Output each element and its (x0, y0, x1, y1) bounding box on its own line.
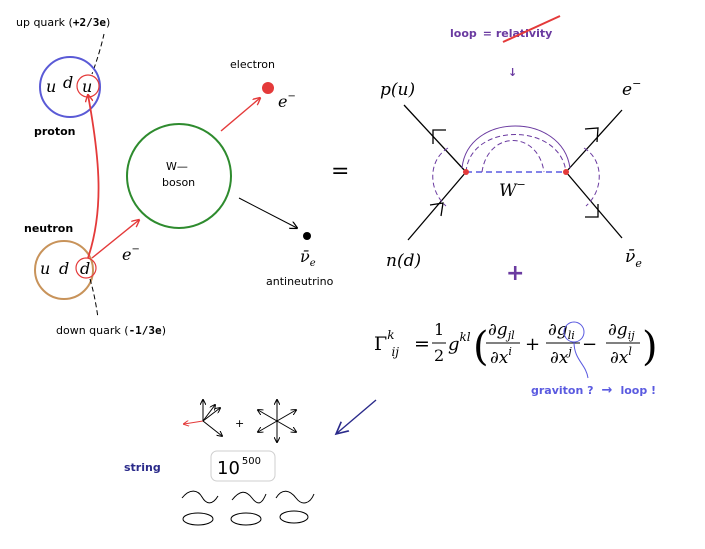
lower-right-arrow-icon (585, 204, 599, 218)
proton-quark-1: u (46, 77, 56, 96)
proton-quark-2: d (63, 73, 73, 92)
string-loop-2 (230, 512, 262, 526)
upper-right-arrow-icon (584, 127, 599, 143)
string-loop-3 (279, 510, 309, 524)
down-quark-pointer (89, 278, 99, 319)
string-wave-1 (181, 490, 219, 504)
string-loop-1 (182, 512, 214, 526)
up-quark-pointer (91, 33, 105, 75)
feynman-antineutrino: ν̄e (625, 247, 642, 270)
formula-two: 2 (434, 346, 444, 365)
w-minus-label: W− (499, 178, 526, 201)
formula-equals: = (414, 333, 430, 355)
relativity-strike (502, 15, 561, 43)
n-d-label: n(d) (386, 251, 421, 271)
string-wave-2 (231, 491, 267, 504)
loop-outer (461, 125, 571, 169)
loop-right (583, 147, 600, 207)
formula-one: 1 (434, 320, 444, 339)
right-vertex (563, 169, 569, 175)
proton-circle (39, 56, 101, 118)
antineutrino-symbol: ν̄e (300, 247, 316, 269)
lower-left-arrow-icon (429, 202, 444, 217)
proton-label: proton (34, 125, 76, 138)
loop-inner (481, 140, 545, 173)
w-to-antineutrino-arrow (238, 197, 297, 228)
w-to-electron-arrow (220, 98, 260, 132)
neutron-quark-1: u (40, 259, 50, 278)
feynman-electron: e− (622, 77, 641, 100)
upper-right-fermion-line (565, 109, 623, 173)
antineutrino-dot (303, 232, 311, 240)
loop-middle (465, 134, 567, 173)
string-label: string (124, 461, 161, 474)
proton-quark-3: u (82, 77, 92, 96)
w-boson-circle (126, 123, 232, 229)
quark-transition-arrow (88, 95, 100, 259)
formula-g: gkl (448, 330, 471, 355)
dimension-star-6 (258, 400, 296, 442)
dimension-star-3 (184, 400, 222, 436)
formula-den3: ∂xl (610, 345, 632, 368)
formula-num2: ∂gli (548, 320, 575, 342)
w-boson-label-line1: W— (166, 160, 188, 173)
neutron-quark-2: d (59, 259, 69, 278)
upper-left-arrow-icon (432, 129, 446, 144)
electron-symbol: e− (278, 91, 296, 111)
left-vertex (463, 169, 469, 175)
strings-count-box (210, 450, 276, 482)
up-quark-label: up quark (+2/3e) (16, 16, 110, 29)
lower-left-fermion-line (407, 171, 467, 241)
formula-rparen: ) (642, 324, 658, 370)
neutron-label: neutron (24, 222, 73, 235)
down-arrow: ↓ (508, 66, 517, 79)
string-wave-3 (275, 490, 315, 504)
graviton-label: graviton ?→loop ! (531, 383, 656, 398)
formula-num1: ∂gjl (488, 320, 515, 342)
loop-left (432, 147, 449, 207)
formula-den2: ∂xj (550, 345, 572, 368)
equals-sign: = (331, 159, 349, 184)
down-quark-highlight (75, 257, 97, 279)
formula-lparen: ( (473, 324, 489, 370)
lower-right-fermion-line (565, 171, 623, 239)
antineutrino-label: antineutrino (266, 275, 334, 288)
down-quark-label: down quark (-1/3e) (56, 324, 166, 337)
electron-label: electron (230, 58, 275, 71)
graviton-pointer (573, 341, 589, 379)
neutron-circle (34, 240, 94, 300)
upper-left-fermion-line (403, 104, 467, 173)
loop-relativity-label: loop= relativity (450, 27, 552, 40)
neutron-quark-3: d (80, 259, 90, 278)
p-u-label: p(u) (380, 80, 415, 100)
electron-symbol-left: e− (122, 244, 140, 264)
w-boson-label-line2: boson (162, 176, 195, 189)
formula-den1: ∂xi (490, 345, 512, 368)
formula-plus: + (525, 334, 540, 355)
formula-minus: − (582, 334, 597, 355)
plus-sign: + (506, 261, 524, 286)
neutron-to-w-arrow (91, 220, 139, 259)
navy-arrow (336, 399, 377, 434)
electron-dot (262, 82, 274, 94)
string-plus: + (235, 417, 244, 430)
formula-num3: ∂gij (608, 320, 635, 342)
